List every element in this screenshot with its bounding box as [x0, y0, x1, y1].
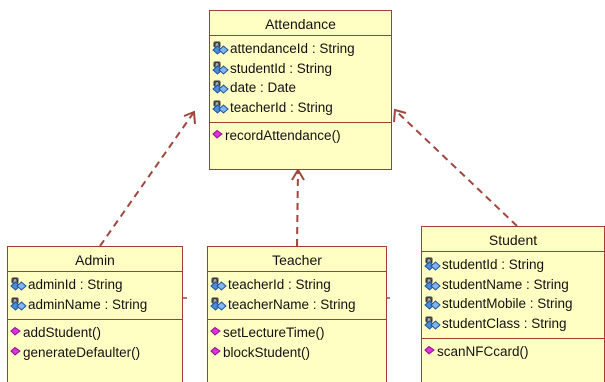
class-admin[interactable]: Admin adminId : String adminName : Strin… — [7, 246, 183, 382]
attribute-text: teacherName : String — [228, 296, 356, 312]
operation-row: addStudent() — [10, 323, 182, 343]
attribute-icon — [424, 316, 441, 330]
operations-compartment: addStudent() generateDefaulter() — [8, 320, 182, 364]
attribute-row: adminName : String — [10, 295, 182, 315]
dependency-arrowhead-student — [393, 108, 407, 123]
attributes-compartment: studentId : String studentName : String … — [422, 252, 604, 339]
dependency-line-student-attendance — [394, 109, 518, 227]
operation-icon — [10, 346, 21, 356]
attribute-text: studentName : String — [442, 276, 569, 292]
attribute-text: studentId : String — [442, 257, 545, 272]
attribute-icon — [212, 100, 229, 114]
attribute-text: adminId : String — [28, 277, 123, 292]
attributes-compartment: adminId : String adminName : String — [8, 272, 182, 320]
dependency-arrowhead-admin — [183, 110, 196, 125]
class-name: Student — [422, 227, 604, 252]
attribute-icon — [212, 41, 229, 55]
operations-compartment: setLectureTime() blockStudent() — [208, 320, 386, 364]
attribute-text: attendanceId : String — [230, 41, 355, 56]
class-name: Attendance — [210, 11, 391, 36]
attribute-icon — [210, 277, 227, 291]
operation-row: generateDefaulter() — [10, 343, 182, 363]
operation-row: scanNFCcard() — [424, 342, 604, 362]
dependency-line-admin-attendance — [99, 111, 195, 247]
operations-compartment: scanNFCcard() — [422, 339, 604, 364]
attribute-row: studentId : String — [424, 255, 604, 275]
operation-icon — [424, 346, 435, 355]
attribute-text: adminName : String — [28, 296, 148, 312]
attribute-icon — [10, 297, 27, 311]
operation-row: setLectureTime() — [210, 323, 386, 343]
class-name: Admin — [8, 247, 182, 272]
attribute-row: studentName : String — [424, 275, 604, 295]
attribute-icon — [212, 80, 229, 94]
class-attendance[interactable]: Attendance attendanceId : String student… — [209, 10, 392, 170]
attribute-row: date : Date — [212, 78, 391, 98]
attribute-icon — [210, 297, 227, 311]
attribute-row: teacherName : String — [210, 295, 386, 315]
attribute-row: attendanceId : String — [212, 39, 391, 59]
class-student[interactable]: Student studentId : String studentName :… — [421, 226, 605, 382]
attribute-row: teacherId : String — [210, 275, 386, 295]
attribute-text: teacherId : String — [228, 277, 331, 292]
operation-icon — [212, 130, 223, 139]
attributes-compartment: teacherId : String teacherName : String — [208, 272, 386, 320]
attribute-icon — [424, 257, 441, 271]
class-name: Teacher — [208, 247, 386, 272]
attribute-icon — [424, 296, 441, 310]
operation-text: recordAttendance() — [225, 128, 341, 143]
operations-compartment: recordAttendance() — [210, 123, 391, 148]
attribute-text: studentMobile : String — [442, 296, 573, 311]
operation-text: blockStudent() — [223, 344, 311, 360]
operation-icon — [10, 327, 21, 336]
attribute-text: date : Date — [230, 80, 297, 95]
attribute-text: teacherId : String — [230, 99, 333, 115]
attribute-row: teacherId : String — [212, 98, 391, 118]
dependency-arrowhead-teacher — [291, 168, 305, 181]
attribute-row: adminId : String — [10, 275, 182, 295]
dependency-line-teacher-attendance — [296, 169, 299, 247]
operation-icon — [210, 346, 221, 356]
attribute-text: studentClass : String — [442, 315, 567, 331]
attribute-icon — [10, 277, 27, 291]
operation-text: setLectureTime() — [223, 325, 325, 340]
operation-row: blockStudent() — [210, 343, 386, 363]
attribute-text: studentId : String — [230, 60, 333, 76]
attribute-icon — [424, 277, 441, 291]
attribute-icon — [212, 61, 229, 75]
class-teacher[interactable]: Teacher teacherId : String teacherName :… — [207, 246, 387, 382]
operation-text: addStudent() — [23, 325, 102, 340]
attribute-row: studentClass : String — [424, 314, 604, 334]
attributes-compartment: attendanceId : String studentId : String… — [210, 36, 391, 123]
operation-text: generateDefaulter() — [23, 344, 141, 360]
operation-text: scanNFCcard() — [437, 344, 529, 359]
operation-icon — [210, 327, 221, 336]
attribute-row: studentMobile : String — [424, 294, 604, 314]
operation-row: recordAttendance() — [212, 126, 391, 146]
attribute-row: studentId : String — [212, 59, 391, 79]
